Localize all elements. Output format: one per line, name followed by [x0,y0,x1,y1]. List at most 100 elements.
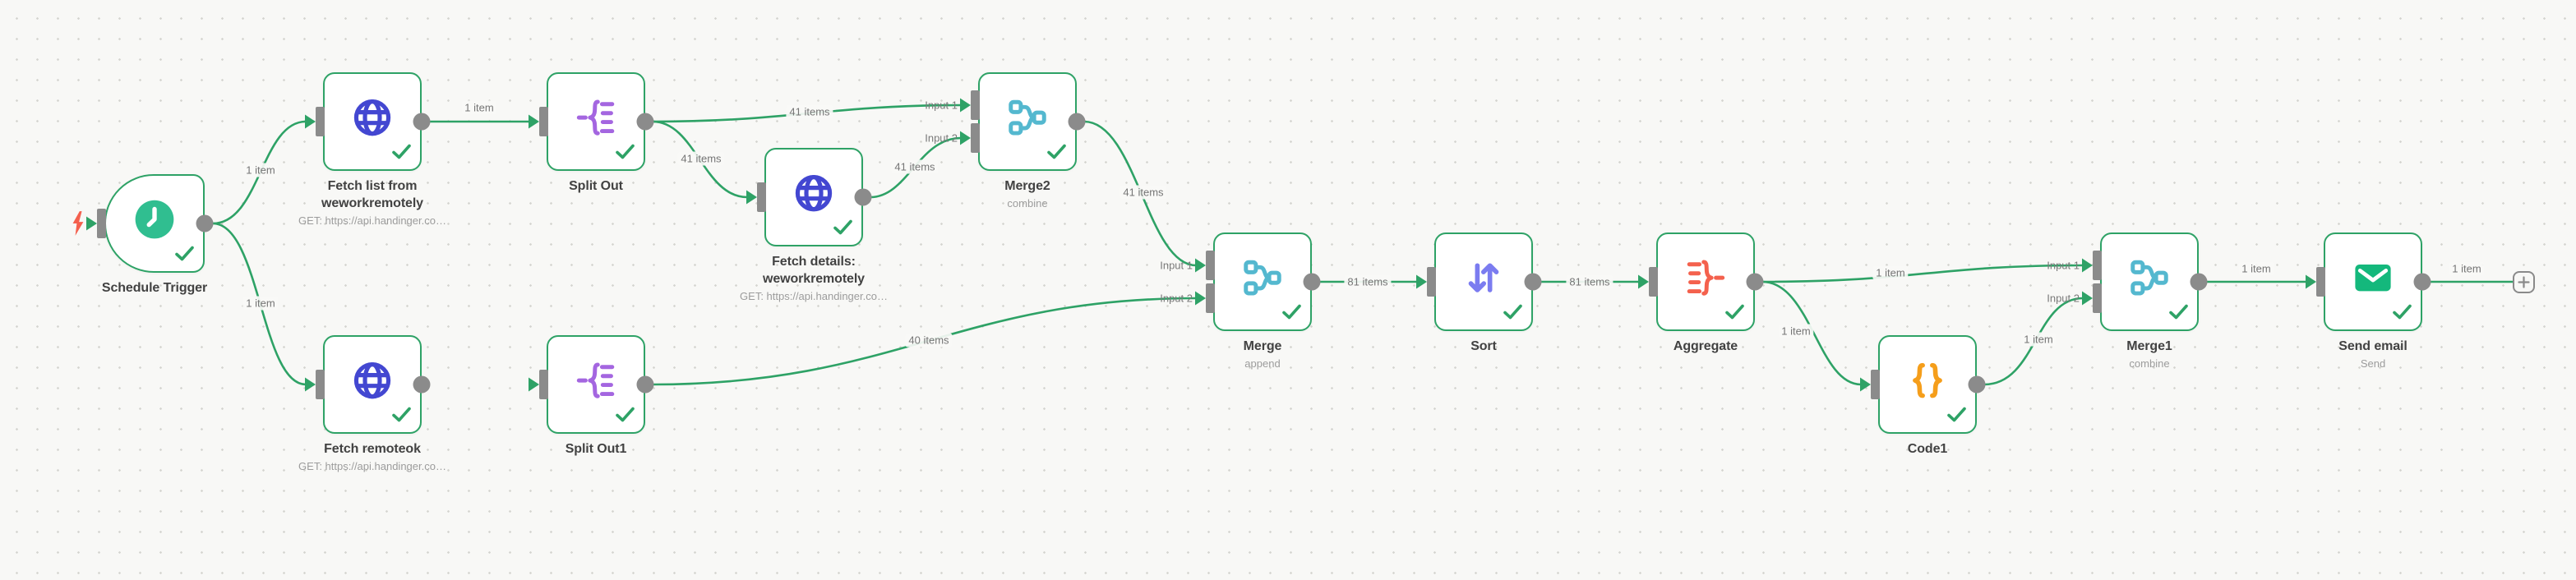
node-caption-merge1: Merge1 combine [2059,338,2240,371]
success-check-icon [1724,304,1745,324]
input-port[interactable] [529,107,548,136]
node-subtitle: combine [1007,196,1048,209]
node-subtitle: GET: https://api.handinger.co… [298,214,446,227]
node-caption-code1: Code1 [1837,441,2018,458]
connection-items-label: 40 items [905,333,953,348]
globe-icon [792,171,836,219]
globe-icon [350,95,395,144]
success-check-icon [2168,304,2189,324]
node-aggregate[interactable] [1656,232,1755,331]
node-sort[interactable] [1434,232,1533,331]
connection-items-label: 1 item [1872,265,1909,280]
node-title: Split Out [569,179,623,193]
node-merge[interactable] [1213,232,1312,331]
node-merge2[interactable] [978,72,1077,171]
input-port[interactable] [1195,251,1215,280]
node-fetch-list-from-weworkremotely[interactable] [323,72,422,171]
node-split-out[interactable] [547,72,645,171]
split-out-icon [574,95,618,144]
aggregate-icon [1683,255,1728,304]
node-subtitle: GET: https://api.handinger.co… [740,289,888,302]
connection-aggregate-to-merge1[interactable] [1761,264,2084,283]
node-fetch-remoteok[interactable] [323,335,422,434]
input-port[interactable] [305,107,325,136]
connection-items-label: 1 item [242,163,279,177]
input-port[interactable] [305,370,325,399]
input-port[interactable] [1416,267,1436,297]
success-check-icon [174,246,195,265]
success-check-icon [1046,144,1067,163]
email-icon [2351,255,2395,304]
connection-items-label: 1 item [461,100,497,115]
connection-items-label: 41 items [1119,185,1167,200]
node-title: Merge1 [2126,339,2172,353]
node-code1[interactable] [1878,335,1977,434]
node-title: Fetch remoteok [324,442,421,456]
sort-icon [1461,255,1506,304]
node-title: Split Out1 [565,442,627,456]
merge-icon [2127,255,2172,304]
connection-items-label: 41 items [891,159,939,174]
node-title: Send email [2338,339,2407,353]
success-check-icon [1281,304,1302,324]
node-title: Sort [1470,339,1497,353]
success-check-icon [615,144,635,163]
input-port[interactable] [960,123,980,153]
connection-items-label: 81 items [1566,274,1613,289]
node-fetch-details-weworkremotely[interactable] [764,148,863,246]
input-port[interactable] [86,209,106,238]
input-port[interactable] [2082,283,2102,313]
code-icon [1905,358,1950,407]
node-caption-split-out1: Split Out1 [506,441,686,458]
input-label-merge2-2: Input 2 [925,131,958,145]
node-subtitle: append [1244,357,1281,370]
connection-aggregate-to-code1[interactable] [1761,280,1862,386]
connection-items-label: 1 item [2020,332,2057,347]
node-title: Merge2 [1004,179,1050,193]
node-title: Code1 [1907,442,1948,456]
node-caption-split-out: Split Out [506,178,686,196]
connection-items-label: 41 items [786,104,833,119]
input-label-merge-1: Input 1 [1160,259,1193,272]
success-check-icon [391,407,412,426]
input-label-merge2-1: Input 1 [925,99,958,112]
connection-items-label: 41 items [677,151,725,166]
node-subtitle: combine [2129,357,2170,370]
success-check-icon [1946,407,1967,426]
input-port[interactable] [2082,251,2102,280]
success-check-icon [1503,304,1523,324]
success-check-icon [391,144,412,163]
input-port[interactable] [960,90,980,120]
input-port[interactable] [529,370,548,399]
node-caption-sort: Sort [1393,338,1574,356]
input-label-merge1-2: Input 2 [2047,292,2080,305]
add-node-button[interactable] [2513,271,2535,293]
input-port[interactable] [1860,370,1880,399]
connection-items-label: 1 item [2238,261,2274,276]
input-port[interactable] [1638,267,1658,297]
input-port[interactable] [2306,267,2325,297]
node-send-email[interactable] [2324,232,2422,331]
node-schedule-trigger[interactable] [104,174,205,273]
node-caption-merge2: Merge2 combine [937,178,1118,211]
node-title: Aggregate [1673,339,1738,353]
success-check-icon [2392,304,2412,324]
input-port[interactable] [1195,283,1215,313]
node-caption-schedule-trigger: Schedule Trigger [64,280,245,297]
connection-items-label: 1 item [2449,261,2485,276]
clock-icon [132,196,178,246]
input-label-merge1-1: Input 1 [2047,259,2080,272]
input-port[interactable] [746,182,766,212]
node-merge1[interactable] [2100,232,2199,331]
node-split-out1[interactable] [547,335,645,434]
merge-icon [1005,95,1050,144]
node-title: Schedule Trigger [101,281,208,295]
success-check-icon [833,219,853,239]
connection-items-label: 81 items [1344,274,1392,289]
split-out-icon [574,358,618,407]
